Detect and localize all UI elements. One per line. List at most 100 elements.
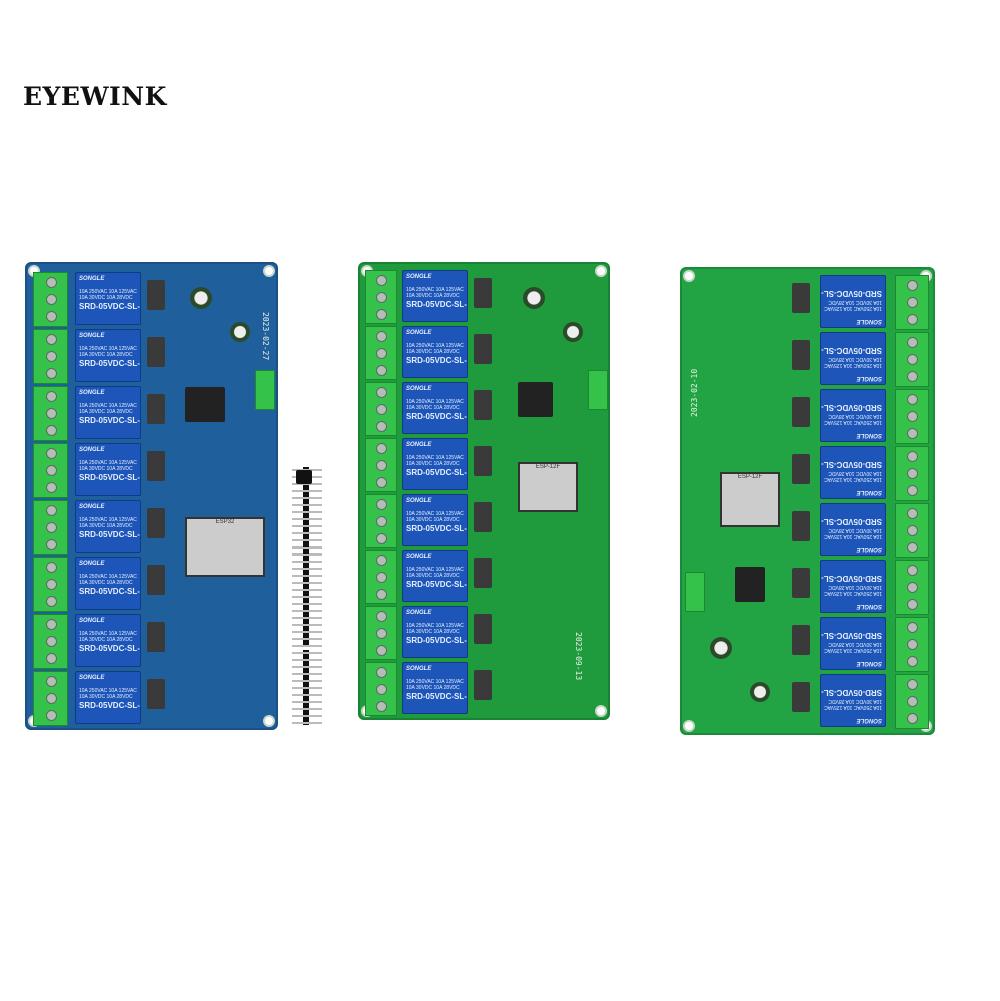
terminal-screw	[907, 679, 918, 690]
relay-model-label: SRD-05VDC-SL-C	[820, 460, 882, 469]
relay-model-label: SRD-05VDC-SL-C	[79, 587, 141, 596]
mounting-hole	[595, 705, 607, 717]
relay-rating: 10A 250VAC 10A 125VAC	[79, 631, 137, 637]
terminal-block	[895, 560, 929, 615]
capacitor	[563, 322, 583, 342]
transistor	[147, 451, 165, 481]
terminal-screw	[45, 539, 57, 550]
terminal-screw	[907, 394, 918, 405]
relay-rating: 10A 250VAC 10A 125VAC	[406, 399, 464, 405]
terminal-screw	[907, 428, 918, 439]
header-pin	[292, 554, 322, 556]
relay-rating: 10A 30VDC 10A 28VDC	[828, 527, 882, 533]
relay-maker-label: SONGLE	[856, 375, 882, 381]
voltage-regulator	[518, 382, 553, 417]
terminal-screw	[907, 314, 918, 325]
pcb-date-label: 2023-02-27	[261, 312, 270, 361]
mounting-hole	[263, 715, 275, 727]
relay-model-label: SRD-05VDC-SL-C	[406, 468, 468, 477]
relay-rating: 10A 250VAC 10A 125VAC	[79, 289, 137, 295]
power-terminal	[255, 370, 275, 410]
terminal-block	[33, 500, 68, 555]
terminal-block	[33, 557, 68, 612]
terminal-screw	[376, 309, 387, 320]
terminal-screw	[45, 351, 57, 362]
header-pin	[292, 708, 322, 710]
capacitor	[750, 682, 770, 702]
relay-maker-label: SONGLE	[79, 390, 105, 396]
relay-maker-label: SONGLE	[406, 386, 432, 392]
relay-rating: 10A 30VDC 10A 28VDC	[828, 584, 882, 590]
wifi-module: ESP-12F	[720, 472, 780, 527]
capacitor	[230, 322, 250, 342]
header-pin	[292, 652, 322, 654]
terminal-screw	[376, 348, 387, 359]
terminal-screw	[907, 411, 918, 422]
header-pin	[292, 687, 322, 689]
relay-rating: 10A 30VDC 10A 28VDC	[79, 409, 133, 415]
relay-model-label: SRD-05VDC-SL-C	[79, 530, 141, 539]
relay-model-label: SRD-05VDC-SL-C	[820, 346, 882, 355]
terminal-screw	[376, 667, 387, 678]
relay-rating: 10A 30VDC 10A 28VDC	[406, 293, 460, 299]
relay-rating: 10A 30VDC 10A 28VDC	[406, 629, 460, 635]
transistor	[474, 670, 492, 700]
terminal-block	[365, 494, 397, 548]
wifi-module: ESP32	[185, 517, 265, 577]
header-pin	[292, 504, 322, 506]
transistor	[474, 502, 492, 532]
transistor	[474, 614, 492, 644]
relay-rating: 10A 30VDC 10A 28VDC	[79, 466, 133, 472]
relay-model-label: SRD-05VDC-SL-C	[79, 644, 141, 653]
terminal-screw	[45, 562, 57, 573]
terminal-screw	[376, 684, 387, 695]
terminal-block	[33, 386, 68, 441]
terminal-screw	[907, 713, 918, 724]
header-pin	[292, 666, 322, 668]
transistor	[792, 397, 810, 427]
terminal-screw	[907, 622, 918, 633]
relay-model-label: SRD-05VDC-SL-C	[79, 416, 141, 425]
voltage-regulator	[735, 567, 765, 602]
terminal-screw	[907, 696, 918, 707]
transistor	[147, 337, 165, 367]
pcb-date-label: 2023-02-10	[690, 368, 699, 417]
transistor	[474, 558, 492, 588]
header-pin	[292, 603, 322, 605]
terminal-block	[895, 503, 929, 558]
terminal-block	[895, 674, 929, 729]
header-pin	[292, 645, 322, 647]
relay-maker-label: SONGLE	[79, 561, 105, 567]
header-pin	[292, 701, 322, 703]
transistor	[792, 682, 810, 712]
terminal-block	[33, 443, 68, 498]
terminal-block	[365, 382, 397, 436]
relay-rating: 10A 250VAC 10A 125VAC	[406, 623, 464, 629]
transistor	[147, 508, 165, 538]
terminal-screw	[376, 275, 387, 286]
terminal-screw	[45, 676, 57, 687]
header-pin	[292, 511, 322, 513]
header-pin	[292, 722, 322, 724]
header-pin	[292, 518, 322, 520]
transistor	[147, 280, 165, 310]
relay-rating: 10A 30VDC 10A 28VDC	[406, 461, 460, 467]
relay-rating: 10A 30VDC 10A 28VDC	[828, 698, 882, 704]
terminal-screw	[376, 387, 387, 398]
relay-maker-label: SONGLE	[856, 432, 882, 438]
terminal-screw	[376, 460, 387, 471]
terminal-screw	[45, 391, 57, 402]
relay-maker-label: SONGLE	[856, 717, 882, 723]
terminal-screw	[45, 596, 57, 607]
transistor	[474, 334, 492, 364]
relay-rating: 10A 30VDC 10A 28VDC	[79, 523, 133, 529]
header-pin	[292, 532, 322, 534]
